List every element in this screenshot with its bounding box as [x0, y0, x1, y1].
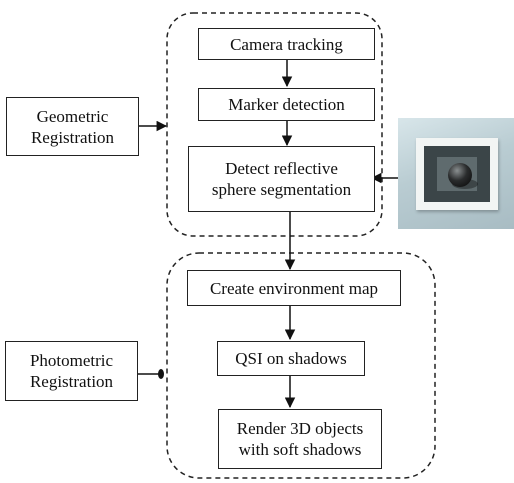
marker-pattern — [424, 146, 490, 202]
create-env-map-box: Create environment map — [187, 270, 401, 306]
photometric-group-container — [166, 252, 436, 479]
reflective-sphere — [448, 163, 472, 187]
marker-detection-box: Marker detection — [198, 88, 375, 121]
marker-card — [416, 138, 498, 210]
photometric-registration-box: Photometric Registration — [5, 341, 138, 401]
detect-reflective-box: Detect reflective sphere segmentation — [188, 146, 375, 212]
geometric-registration-box: Geometric Registration — [6, 97, 139, 156]
camera-tracking-box: Camera tracking — [198, 28, 375, 60]
qsi-shadows-box: QSI on shadows — [217, 341, 365, 376]
render-3d-box: Render 3D objects with soft shadows — [218, 409, 382, 469]
connector-end-dot — [158, 369, 164, 379]
reflective-sphere-photo — [398, 118, 514, 229]
